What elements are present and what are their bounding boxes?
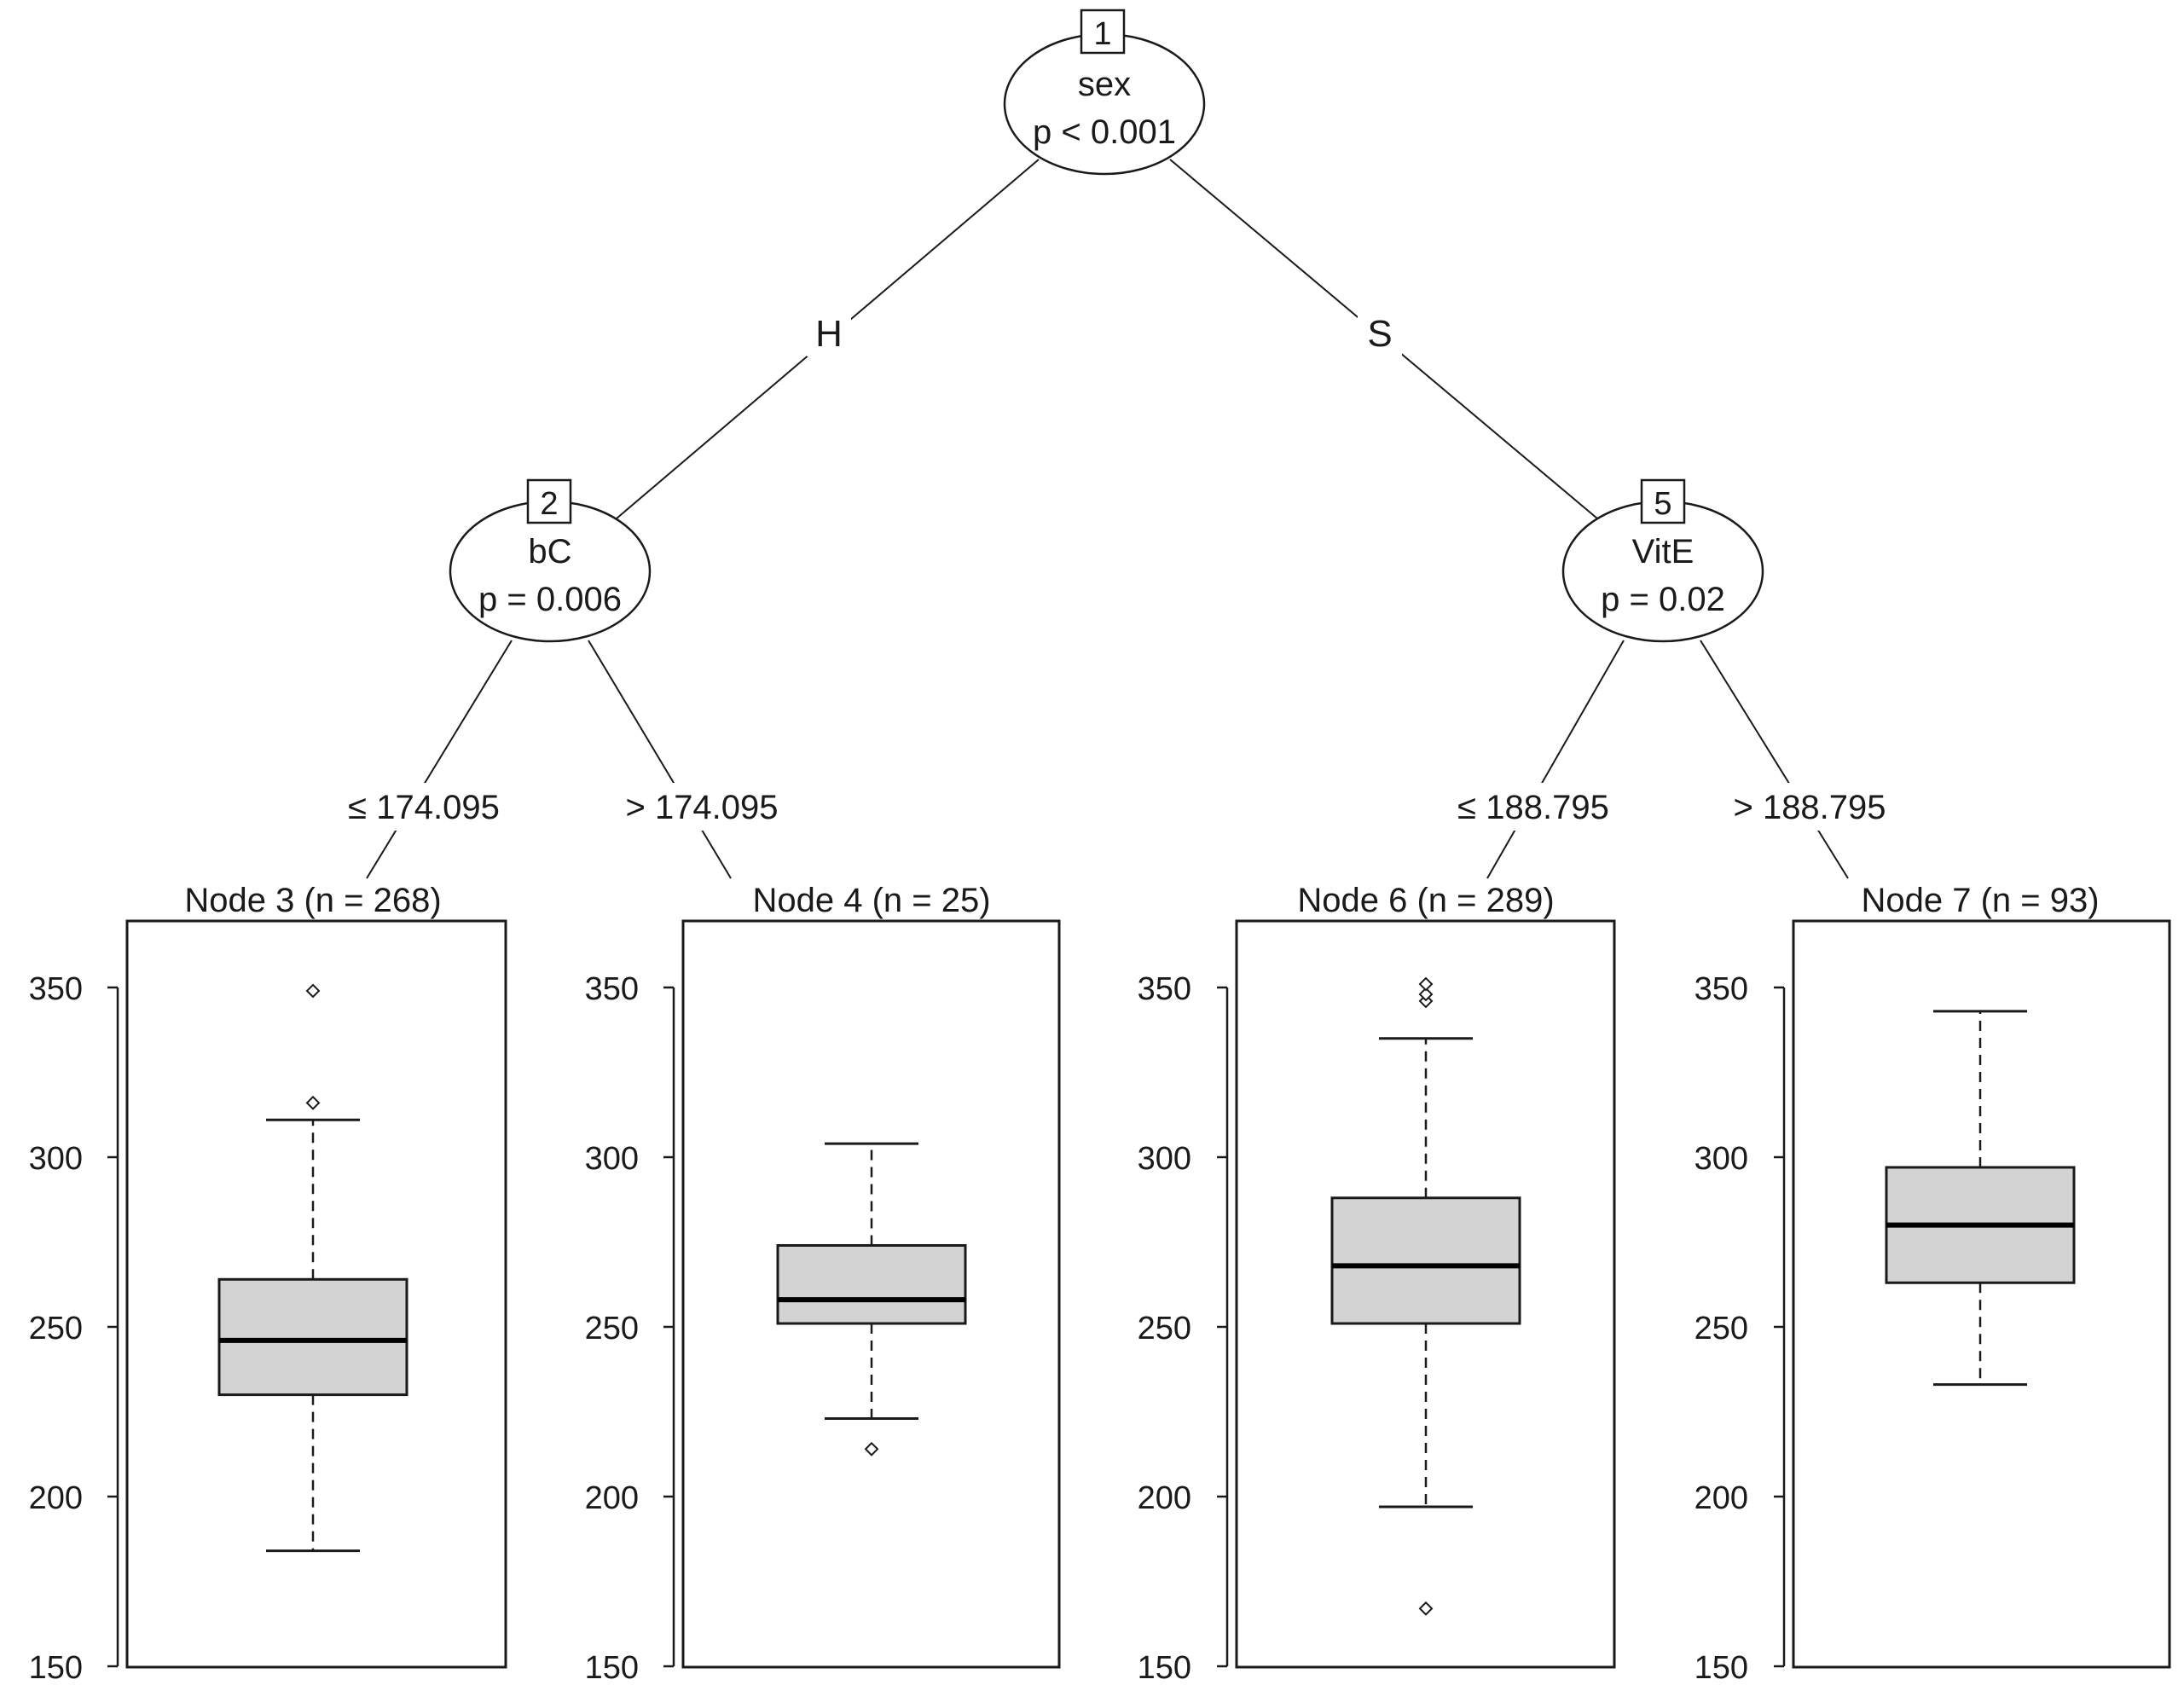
node-4-ticklabel-200: 200 [585,1480,639,1516]
node-6-outlier-2 [1418,987,1434,1002]
terminal-node-6: Node 6 (n = 289) 350 300 250 200 150 [1138,882,1616,1686]
node-3-ticklabel-300: 300 [29,1141,83,1177]
node-7-y-axis: 350 300 250 200 150 [1694,971,1786,1686]
edge-label-2-4: > 174.095 [625,789,778,826]
node-5-id-box [1640,478,1686,524]
node-1-ellipse [1003,32,1206,176]
node-7-panel-frame [1792,919,2171,1669]
node-4-y-axis: 350 300 250 200 150 [585,971,675,1686]
node-3-ticklabel-150: 150 [29,1650,83,1686]
node-4-outlier-0 [864,1441,879,1456]
node-4-iqr-box [776,1243,967,1325]
node-2-id-box [526,478,572,524]
node-3-title: Node 3 (n = 268) [184,882,441,919]
node-2-pvalue: p = 0.006 [478,581,622,618]
node-2-id: 2 [540,486,558,522]
terminal-node-4: Node 4 (n = 25) 350 300 250 200 150 [585,882,1061,1686]
node-3-ticklabel-200: 200 [29,1480,83,1516]
terminal-node-7: Node 7 (n = 93) 350 300 250 200 150 [1694,882,2171,1686]
node-6-ticklabel-200: 200 [1138,1480,1191,1516]
node-3-boxplot [217,983,408,1553]
node-6-title: Node 6 (n = 289) [1297,882,1554,919]
node-6-outlier-0 [1418,1601,1434,1616]
node-4-ticklabel-300: 300 [585,1141,639,1177]
node-6-ticklabel-350: 350 [1138,971,1191,1007]
node-6-iqr-box [1330,1196,1521,1325]
node-4-title: Node 4 (n = 25) [752,882,990,919]
node-3-y-axis: 350 300 250 200 150 [29,971,119,1686]
node-1-id: 1 [1093,16,1111,52]
node-4-boxplot [776,1142,967,1456]
node-4-ticklabel-250: 250 [585,1311,639,1346]
edge-5-6 [1486,640,1625,879]
node-3-ticklabel-250: 250 [29,1311,83,1346]
edge-label-5-6: ≤ 188.795 [1457,789,1609,826]
edge-label-1-2: H [815,313,843,355]
node-6-boxplot [1330,976,1521,1616]
node-6-y-axis: 350 300 250 200 150 [1138,971,1229,1686]
node-1-pvalue: p < 0.001 [1033,113,1176,151]
terminal-node-3: Node 3 (n = 268) 350 300 250 200 150 [29,882,507,1686]
inner-node-2: 2 bC p = 0.006 [449,478,652,643]
node-1-variable: sex [1078,66,1131,103]
node-7-ticklabel-250: 250 [1694,1311,1748,1346]
inner-node-1: 1 sex p < 0.001 [1003,9,1206,176]
node-5-pvalue: p = 0.02 [1601,581,1725,618]
node-6-ticklabel-150: 150 [1138,1650,1191,1686]
edge-label-2-3: ≤ 174.095 [348,789,500,826]
node-4-ticklabel-350: 350 [585,971,639,1007]
node-2-variable: bC [528,533,571,570]
node-4-ticklabel-150: 150 [585,1650,639,1686]
node-1-id-box [1080,9,1126,55]
edge-label-5-7: > 188.795 [1733,789,1886,826]
node-7-ticklabel-300: 300 [1694,1141,1748,1177]
edge-labels: H S ≤ 174.095 > 174.095 ≤ 188.795 > 188.… [334,309,1900,831]
node-5-id: 5 [1654,486,1671,522]
node-7-boxplot [1885,1010,2076,1387]
node-3-outlier-0 [305,1095,321,1110]
node-5-variable: VitE [1632,533,1694,570]
node-7-title: Node 7 (n = 93) [1861,882,2099,919]
node-3-iqr-box [217,1277,408,1397]
node-6-ticklabel-300: 300 [1138,1141,1191,1177]
node-6-outlier-3 [1418,976,1434,992]
node-3-ticklabel-350: 350 [29,971,83,1007]
edge-label-1-5: S [1367,313,1392,355]
node-6-ticklabel-250: 250 [1138,1311,1191,1346]
node-7-ticklabel-200: 200 [1694,1480,1748,1516]
node-3-outlier-1 [305,983,321,999]
edge-5-7 [1700,640,1849,879]
inner-node-5: 5 VitE p = 0.02 [1561,478,1764,643]
node-7-ticklabel-350: 350 [1694,971,1748,1007]
edge-2-4 [588,640,732,879]
edge-2-3 [366,640,513,879]
node-7-ticklabel-150: 150 [1694,1650,1748,1686]
